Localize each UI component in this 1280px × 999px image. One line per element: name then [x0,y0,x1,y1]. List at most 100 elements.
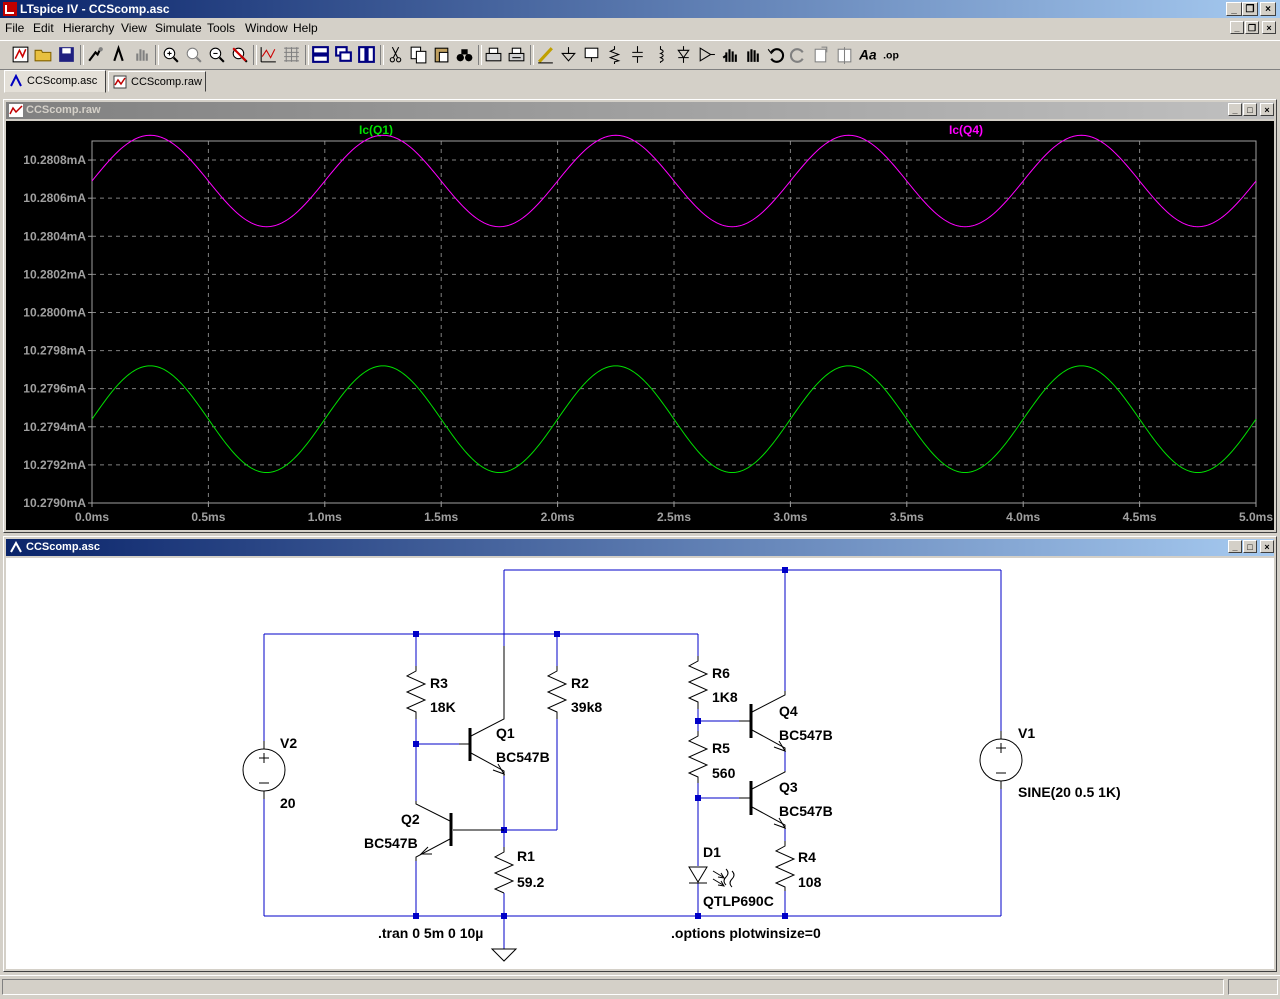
cascade-button[interactable] [333,44,354,65]
save-button[interactable] [56,44,77,65]
q2-transistor-symbol[interactable] [415,801,504,861]
diode-button[interactable] [673,44,694,65]
status-info-cell [1228,979,1278,995]
r3-resistor-symbol[interactable] [405,666,427,719]
menu-file[interactable]: File [5,21,25,35]
label-net-button[interactable] [581,44,602,65]
tab-ccscomp-raw[interactable]: CCScomp.raw [108,71,206,92]
move-button[interactable] [719,44,740,65]
waveform-close-button[interactable]: × [1260,103,1274,116]
control-panel-button[interactable] [85,44,106,65]
r4-resistor-symbol[interactable] [774,841,796,891]
r5-resistor-symbol[interactable] [687,731,709,783]
rotate-button[interactable] [811,44,832,65]
menu-edit[interactable]: Edit [33,21,54,35]
menu-hierarchy[interactable]: Hierarchy [63,21,115,35]
legend-label-icq1[interactable]: Ic(Q1) [359,123,393,137]
print-setup-button[interactable] [483,44,504,65]
r6-resistor-symbol[interactable] [687,656,709,709]
ground-button[interactable] [558,44,579,65]
capacitor-button[interactable] [627,44,648,65]
grid-button[interactable] [281,44,302,65]
svg-text:Aa: Aa [858,48,877,63]
trace-ic-q1[interactable] [91,365,1257,474]
find-icon [456,49,473,62]
drag-button[interactable] [742,44,763,65]
waveform-minimize-button[interactable]: _ [1228,103,1242,116]
menu-help[interactable]: Help [293,21,318,35]
d1-led-symbol[interactable] [688,866,735,888]
label-net-icon [584,47,599,62]
tab-label: CCScomp.asc [27,75,98,87]
undo-button[interactable] [765,44,786,65]
minimize-button[interactable]: _ [1226,2,1242,16]
r2-resistor-symbol[interactable] [546,666,568,719]
toolbar: Aa .op [0,40,1280,70]
close-button[interactable]: × [1260,2,1276,16]
menu-tools[interactable]: Tools [207,21,236,35]
cut-button[interactable] [385,44,406,65]
spice-directive-button[interactable]: .op [880,44,901,65]
schematic-maximize-button[interactable]: □ [1243,540,1257,553]
print-button[interactable] [506,44,527,65]
zoom-cancel-button[interactable] [229,44,250,65]
run-button[interactable] [10,44,31,65]
menu-view[interactable]: View [121,21,147,35]
schematic-close-button[interactable]: × [1260,540,1274,553]
mdi-restore-button[interactable]: ❐ [1245,21,1259,34]
zoom-in-button[interactable] [160,44,181,65]
waveform-window-titlebar[interactable]: CCScomp.raw _ □ × [6,102,1274,119]
q2-value-label: BC547B [364,835,418,851]
r1-resistor-symbol[interactable] [493,847,515,894]
resistor-button[interactable] [604,44,625,65]
tile-horizontal-button[interactable] [310,44,331,65]
tab-ccscomp-asc[interactable]: CCScomp.asc [4,70,106,93]
mdi-minimize-button[interactable]: _ [1230,21,1244,34]
pan-button[interactable] [131,44,152,65]
schematic-window-titlebar[interactable]: CCScomp.asc _ □ × [6,539,1274,556]
redo-button[interactable] [788,44,809,65]
find-button[interactable] [454,44,475,65]
autorange-button[interactable] [258,44,279,65]
zoom-fit-button[interactable] [183,44,204,65]
q3-transistor-symbol[interactable] [739,771,787,829]
halt-button[interactable] [108,44,129,65]
q4-transistor-symbol[interactable] [739,691,787,752]
draw-wire-button[interactable] [535,44,556,65]
spice-directive-icon: .op [883,50,899,62]
schematic-minimize-button[interactable]: _ [1228,540,1242,553]
x-tick-label: 0.0ms [75,510,109,524]
inductor-button[interactable] [650,44,671,65]
v1-source-symbol[interactable] [979,731,1023,789]
text-button[interactable]: Aa [857,44,878,65]
waveform-maximize-button[interactable]: □ [1243,103,1257,116]
tile-vertical-button[interactable] [356,44,377,65]
menu-simulate[interactable]: Simulate [155,21,202,35]
legend-label-icq4[interactable]: Ic(Q4) [949,123,983,137]
app-title: LTspice IV - CCScomp.asc [20,2,170,16]
control-panel-icon [88,47,103,62]
restore-button[interactable]: ❐ [1242,2,1258,16]
y-tick-label: 10.2798mA [23,344,86,358]
menu-window[interactable]: Window [245,21,288,35]
q1-transistor-symbol[interactable] [459,646,506,776]
options-directive[interactable]: .options plotwinsize=0 [671,925,821,941]
paste-button[interactable] [431,44,452,65]
open-button[interactable] [33,44,54,65]
ground-icon [561,47,576,62]
v2-source-symbol[interactable] [242,741,286,799]
mirror-button[interactable] [834,44,855,65]
cut-icon [389,46,402,63]
trace-ic-q4[interactable] [91,134,1257,228]
mdi-close-button[interactable]: × [1262,21,1276,34]
component-button[interactable] [696,44,717,65]
tran-directive[interactable]: .tran 0 5m 0 10µ [378,925,483,941]
y-tick-label: 10.2808mA [23,153,86,167]
d1-ref-label: D1 [703,844,721,860]
copy-button[interactable] [408,44,429,65]
schematic-canvas[interactable]: V2 20 R3 18K Q1 BC547B R2 39k8 Q2 BC547B… [6,558,1274,969]
zoom-out-button[interactable] [206,44,227,65]
tab-label: CCScomp.raw [131,76,202,88]
